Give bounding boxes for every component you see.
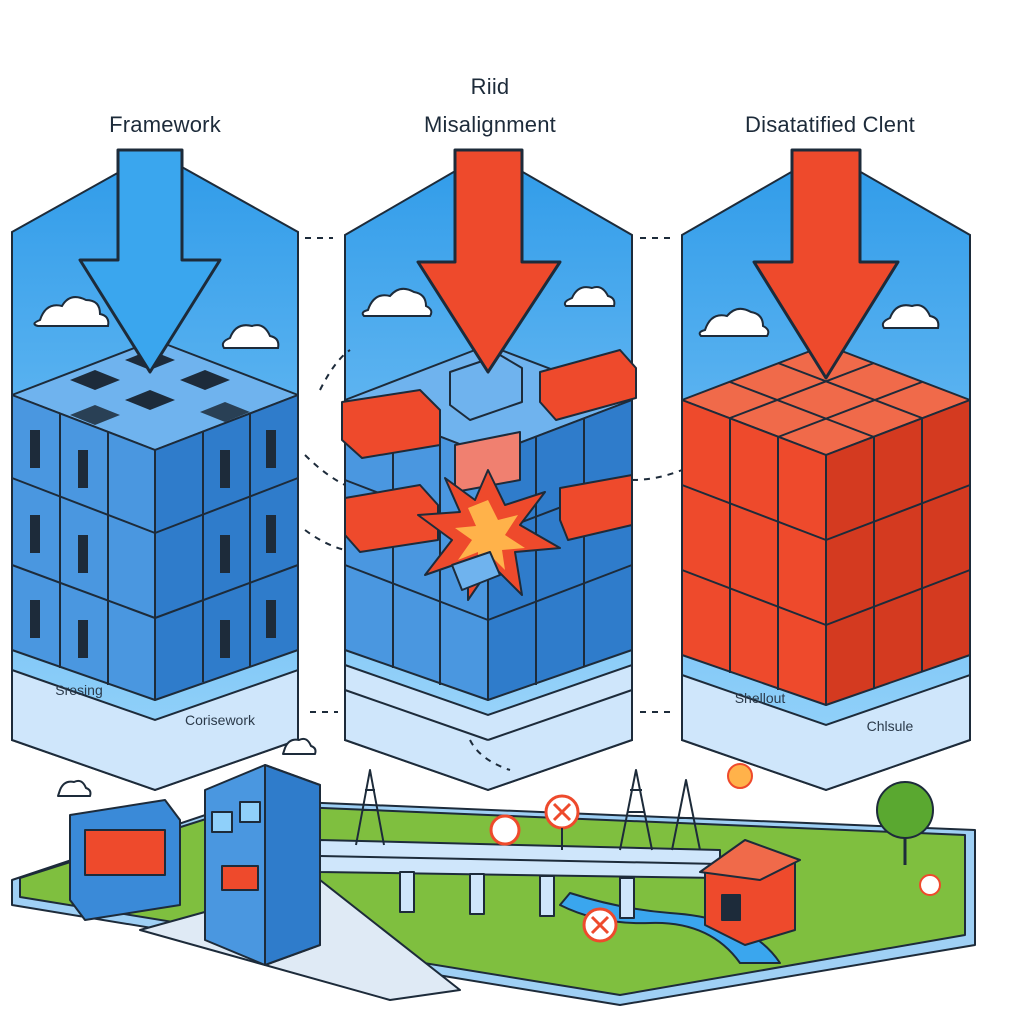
- power-pylon-icon: [355, 769, 701, 851]
- panel-title-dissatisfied-client: Disatatified Clent: [745, 112, 915, 137]
- panel-title-misalignment-line1: Riid: [470, 74, 510, 99]
- panel-misalignment: [341, 148, 637, 792]
- landscape: [11, 737, 976, 1006]
- misaligned-block-stack: [341, 344, 637, 701]
- displaced-red-block: [341, 389, 441, 459]
- down-arrow-icon: [78, 148, 222, 374]
- base-label-client-left: Shellout: [734, 690, 786, 706]
- tree-icon: [876, 781, 934, 839]
- connectors: [304, 237, 683, 771]
- cloud-icon: [361, 287, 433, 317]
- flame-sign-icon: [489, 814, 521, 846]
- framework-block-stack: [11, 339, 299, 701]
- panel-title-misalignment-line2: Misalignment: [423, 112, 556, 137]
- panel-dissatisfied-client: [681, 148, 971, 792]
- client-base: [681, 673, 971, 792]
- displaced-red-block: [539, 349, 637, 421]
- displaced-red-block: [344, 484, 439, 553]
- cloud-icon: [33, 296, 110, 327]
- down-arrow-icon: [752, 148, 900, 380]
- cloud-icon: [881, 304, 940, 329]
- down-arrow-icon: [416, 148, 562, 374]
- red-block-stack: [681, 344, 971, 706]
- displaced-red-block: [454, 431, 521, 493]
- base-label-client-right: Chlsule: [866, 718, 914, 734]
- panel-title-framework: Framework: [109, 112, 221, 137]
- base-label-framework-right: Corisework: [184, 712, 255, 728]
- displaced-red-block: [559, 474, 633, 541]
- cloud-icon: [563, 286, 616, 307]
- cloud-icon: [221, 324, 280, 349]
- cloud-icon: [698, 307, 770, 337]
- panel-framework: [11, 148, 299, 792]
- base-label-framework-left: Sresing: [55, 682, 103, 698]
- misalignment-base: [344, 663, 633, 792]
